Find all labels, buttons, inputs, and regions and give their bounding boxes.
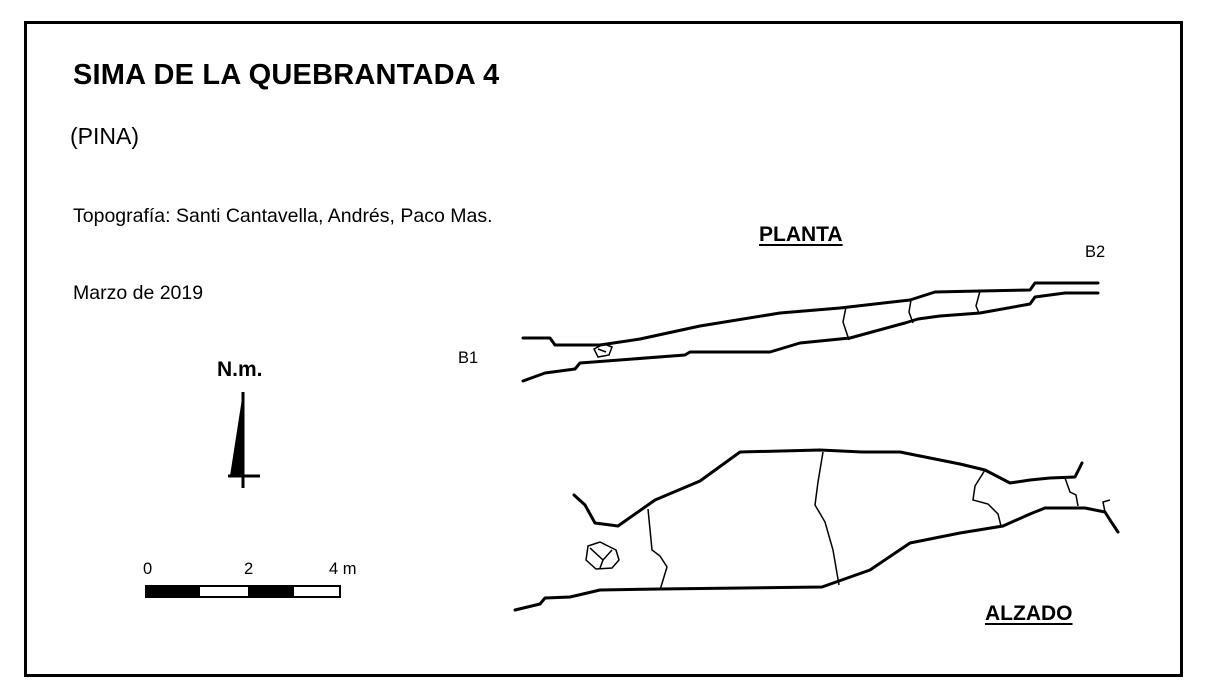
magnetic-north-label: N.m. [217, 358, 263, 381]
plan-view-details [592, 290, 981, 358]
station-b1-label: B1 [458, 349, 479, 367]
elevation-view-passage [513, 448, 1120, 612]
scale-bar [145, 585, 341, 598]
drawing-frame [24, 21, 1183, 677]
cave-location: (PINA) [70, 123, 139, 149]
north-arrow-icon [228, 392, 260, 488]
plan-view-label: PLANTA [759, 223, 843, 246]
survey-date: Marzo de 2019 [73, 282, 204, 304]
scale-tick-4: 4 m [329, 560, 357, 578]
cave-title: SIMA DE LA QUEBRANTADA 4 [73, 59, 500, 91]
elevation-view-label: ALZADO [985, 602, 1073, 625]
scale-tick-0: 0 [143, 560, 153, 578]
scale-tick-2: 2 [244, 560, 254, 578]
station-b2-label: B2 [1085, 243, 1106, 261]
elevation-view-details [585, 451, 1111, 591]
survey-credits: Topografía: Santi Cantavella, Andrés, Pa… [73, 205, 493, 227]
plan-view-passage [521, 281, 1100, 383]
